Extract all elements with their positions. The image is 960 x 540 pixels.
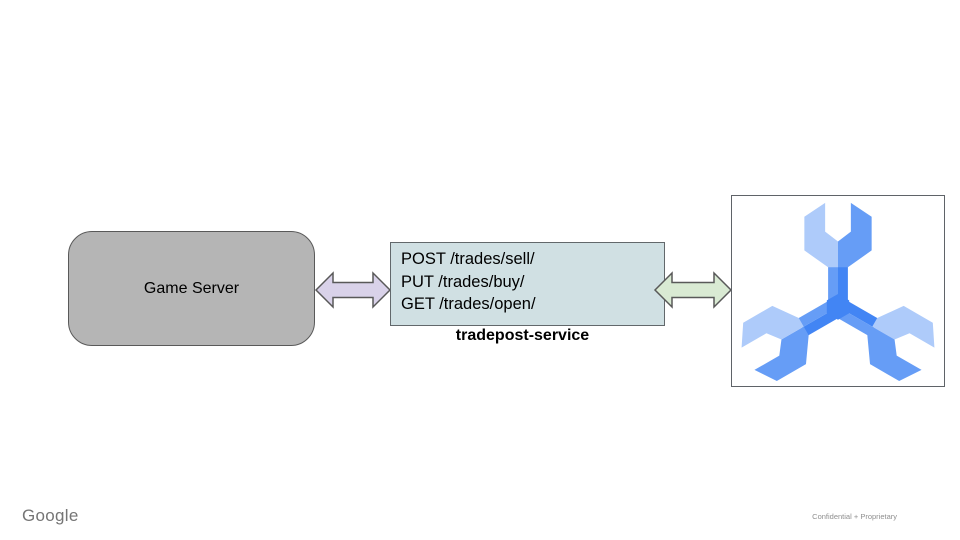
endpoint-get: GET /trades/open/ [401,295,536,313]
arrow-game-to-service [314,271,392,309]
confidential-note: Confidential + Proprietary [812,512,897,521]
game-server-node: Game Server [68,231,315,346]
endpoint-post: POST /trades/sell/ [401,250,535,268]
double-arrow-icon [653,271,733,309]
tradepost-service-node: POST /trades/sell/ PUT /trades/buy/ GET … [390,242,665,326]
tradepost-service-caption: tradepost-service [455,327,590,344]
endpoint-put: PUT /trades/buy/ [401,272,525,291]
cloud-spanner-icon [731,202,945,388]
arrow-service-to-spanner [653,271,733,309]
spanner-hub [826,293,850,320]
game-server-label: Game Server [143,279,240,297]
google-logo: Google [22,506,79,525]
spanner-frame [731,195,945,388]
double-arrow-icon [314,271,392,309]
